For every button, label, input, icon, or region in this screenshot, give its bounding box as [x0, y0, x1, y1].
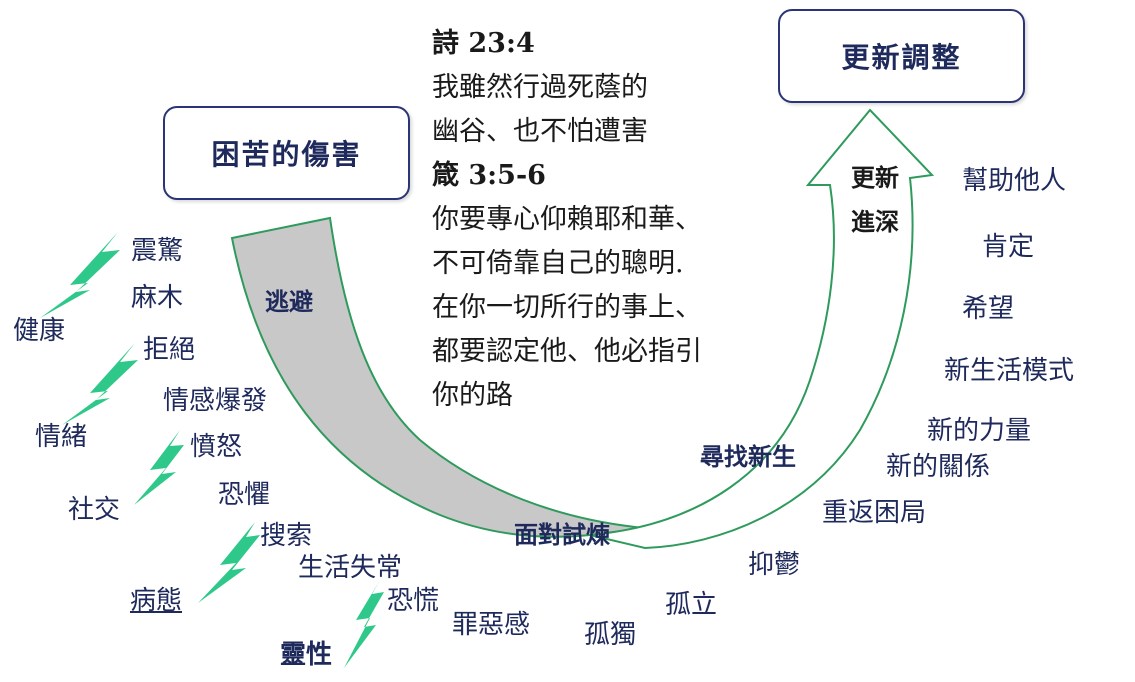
- label-face-trial: 面對試煉: [514, 520, 610, 549]
- reaction-guilt: 罪惡感: [452, 610, 531, 640]
- reaction-fear: 恐懼: [218, 480, 271, 510]
- verse-line: 你要專心仰賴耶和華、: [432, 204, 702, 235]
- lightning-bolt-icon: [344, 580, 384, 668]
- label-seek-new-life: 尋找新生: [700, 442, 796, 471]
- verse-ref-proverbs: 箴 3:5-6: [432, 160, 546, 191]
- category-pathology: 病態: [130, 586, 183, 616]
- distress-box: 困苦的傷害: [163, 106, 410, 200]
- label-renew-2: 進深: [851, 207, 899, 236]
- reaction-outburst: 情感爆發: [163, 386, 268, 416]
- verse-ref-psalm: 詩 23:4: [432, 28, 535, 59]
- reaction-reject: 拒絕: [143, 335, 196, 365]
- reaction-return: 重返困局: [822, 498, 927, 528]
- verse-line: 幽谷、也不怕遭害: [432, 116, 648, 147]
- reaction-new-strength: 新的力量: [927, 416, 1032, 446]
- renewal-box: 更新調整: [778, 9, 1025, 103]
- reaction-new-lifestyle: 新生活模式: [944, 356, 1075, 386]
- reaction-affirm: 肯定: [982, 232, 1035, 262]
- category-social: 社交: [68, 495, 121, 525]
- lightning-bolt-icon: [198, 522, 260, 603]
- category-spiritual: 靈性: [280, 640, 333, 670]
- renewal-box-label: 更新調整: [841, 41, 962, 74]
- reaction-lonely: 孤獨: [584, 620, 637, 650]
- verse-line: 我雖然行過死蔭的: [432, 72, 648, 103]
- lightning-bolt-icon: [40, 232, 120, 318]
- reaction-panic: 恐慌: [387, 586, 440, 616]
- reaction-search: 搜索: [260, 521, 313, 551]
- reaction-depressed: 抑鬱: [748, 550, 801, 580]
- lightning-bolt-icon: [62, 343, 138, 425]
- distress-box-label: 困苦的傷害: [211, 138, 362, 171]
- verse-line: 你的路: [432, 380, 513, 411]
- verse-line: 不可倚靠自己的聰明.: [432, 248, 684, 279]
- reaction-hope: 希望: [962, 294, 1015, 324]
- lightning-bolt-icon: [134, 430, 184, 505]
- verse-line: 在你一切所行的事上、: [432, 292, 702, 323]
- verse-line: 都要認定他、他必指引: [432, 336, 702, 367]
- reaction-help-others: 幫助他人: [962, 166, 1067, 196]
- reaction-isolated: 孤立: [665, 590, 718, 620]
- reaction-numb: 麻木: [131, 283, 184, 313]
- reaction-new-relationship: 新的關係: [886, 452, 991, 482]
- arrow-white-segment: [589, 108, 935, 550]
- reaction-anger: 憤怒: [190, 432, 243, 462]
- reaction-shock: 震驚: [131, 236, 184, 266]
- reaction-disorder: 生活失常: [298, 553, 403, 583]
- label-escape: 逃避: [265, 287, 313, 316]
- category-health: 健康: [13, 316, 66, 346]
- category-emotion: 情緒: [35, 422, 88, 452]
- label-renew-1: 更新: [851, 163, 899, 192]
- verse-block: 詩 23:4 我雖然行過死蔭的 幽谷、也不怕遭害 箴 3:5-6 你要專心仰賴耶…: [432, 22, 702, 418]
